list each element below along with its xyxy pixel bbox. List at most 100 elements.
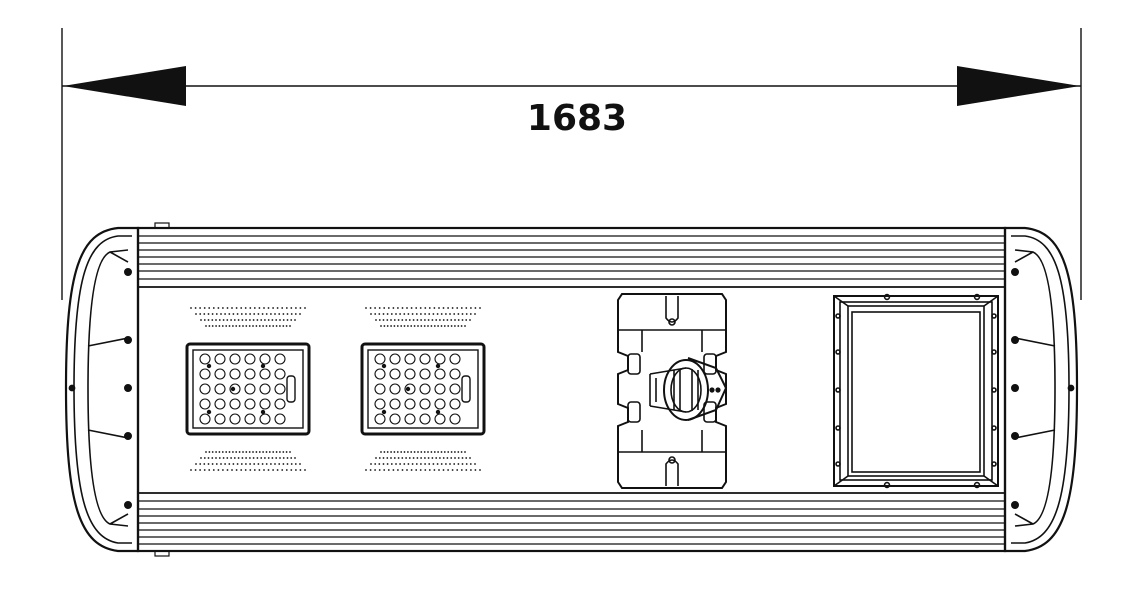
vent-dot: [211, 463, 214, 465]
vent-dot: [479, 469, 481, 471]
dimension-label: 1683: [527, 98, 627, 139]
vent-dot: [378, 469, 381, 471]
vent-dot: [245, 325, 248, 327]
vent-dot: [401, 307, 404, 309]
vent-dot: [374, 307, 376, 309]
vent-dot: [258, 469, 261, 471]
vent-dot: [428, 313, 431, 315]
vent-dot: [279, 451, 281, 453]
vent-dot: [235, 325, 238, 327]
led-chip: [404, 353, 416, 365]
vent-dot: [249, 463, 252, 465]
vent-dot: [382, 313, 385, 315]
vent-dot: [403, 313, 406, 315]
vent-dot: [235, 451, 238, 453]
led-chip: [199, 368, 211, 380]
vent-dot: [252, 319, 255, 321]
vent-dot: [420, 451, 423, 453]
screw: [260, 409, 266, 415]
vent-dot: [228, 451, 231, 453]
vent-dot: [393, 319, 396, 321]
vent-dot: [460, 325, 463, 327]
vent-dot: [465, 313, 468, 315]
vent-dot: [275, 451, 278, 453]
vent-dot: [415, 307, 418, 309]
vent-dot: [272, 307, 274, 309]
vent-dot: [225, 451, 228, 453]
vent-dot: [390, 451, 392, 453]
vent-dot: [285, 307, 288, 309]
led-chip: [199, 353, 211, 365]
vent-dot: [285, 451, 288, 453]
vent-dot: [457, 451, 460, 453]
vent-dot: [457, 319, 460, 321]
vent-dot: [438, 469, 440, 471]
vent-dot: [289, 325, 291, 327]
led-chip: [199, 398, 211, 410]
vent-dot: [374, 463, 377, 465]
vent-dot: [432, 463, 435, 465]
vent-dot: [406, 307, 408, 309]
vent-dot: [208, 469, 211, 471]
vent-dot: [253, 313, 256, 315]
vent-dot: [294, 319, 296, 321]
vent-dot: [431, 457, 434, 459]
vent-dot: [232, 325, 234, 327]
lamp-body: [64, 222, 1079, 557]
vent-dot: [252, 325, 254, 327]
vent-dot: [407, 451, 409, 453]
screw: [260, 363, 266, 369]
vent-dot: [447, 451, 450, 453]
led-module-slot: [286, 375, 296, 403]
end-cap-right: [1003, 226, 1079, 553]
vent-dot: [262, 451, 264, 453]
vent-dot: [200, 319, 202, 321]
vent-dot: [375, 457, 377, 459]
vent-dot: [415, 469, 418, 471]
vent-dot: [226, 307, 229, 309]
vent-dot: [282, 463, 285, 465]
vent-dot: [410, 451, 413, 453]
led-chip: [199, 383, 211, 395]
vent-dot: [240, 463, 243, 465]
vent-dot: [400, 325, 403, 327]
led-module-lens: [192, 349, 304, 429]
vent-dot: [249, 469, 252, 471]
vent-dot: [290, 319, 293, 321]
vent-dot: [408, 319, 411, 321]
vent-dot: [208, 307, 211, 309]
vent-dot: [395, 313, 397, 315]
vent-dot: [248, 325, 251, 327]
vent-dot: [236, 313, 239, 315]
vent-dot: [235, 307, 238, 309]
vent-dot: [255, 451, 258, 453]
vent-dot: [469, 319, 471, 321]
vent-dot: [218, 457, 221, 459]
vent-dot: [430, 451, 433, 453]
vent-dot: [383, 307, 386, 309]
vent-dot: [237, 457, 240, 459]
vent-dot: [255, 325, 258, 327]
vent-dot: [278, 313, 281, 315]
vent-dot: [374, 313, 377, 315]
led-chip: [274, 383, 286, 395]
vent-dot: [221, 451, 224, 453]
vent-dot: [412, 319, 415, 321]
vent-dot: [454, 457, 456, 459]
vent-dot: [268, 325, 271, 327]
vent-dot: [399, 463, 401, 465]
vent-dot: [465, 307, 468, 309]
vent-dot: [252, 451, 254, 453]
vent-dot: [413, 325, 416, 327]
vent-dot: [194, 307, 197, 309]
vent-dot: [264, 319, 266, 321]
vent-dot: [445, 313, 447, 315]
vent-dot: [461, 457, 464, 459]
vent-dot: [451, 469, 454, 471]
vent-dot: [215, 313, 218, 315]
vent-dot: [231, 307, 233, 309]
vent-dot: [443, 325, 446, 327]
vent-dot: [457, 313, 460, 315]
vent-dot: [257, 463, 260, 465]
vent-dot: [410, 469, 413, 471]
